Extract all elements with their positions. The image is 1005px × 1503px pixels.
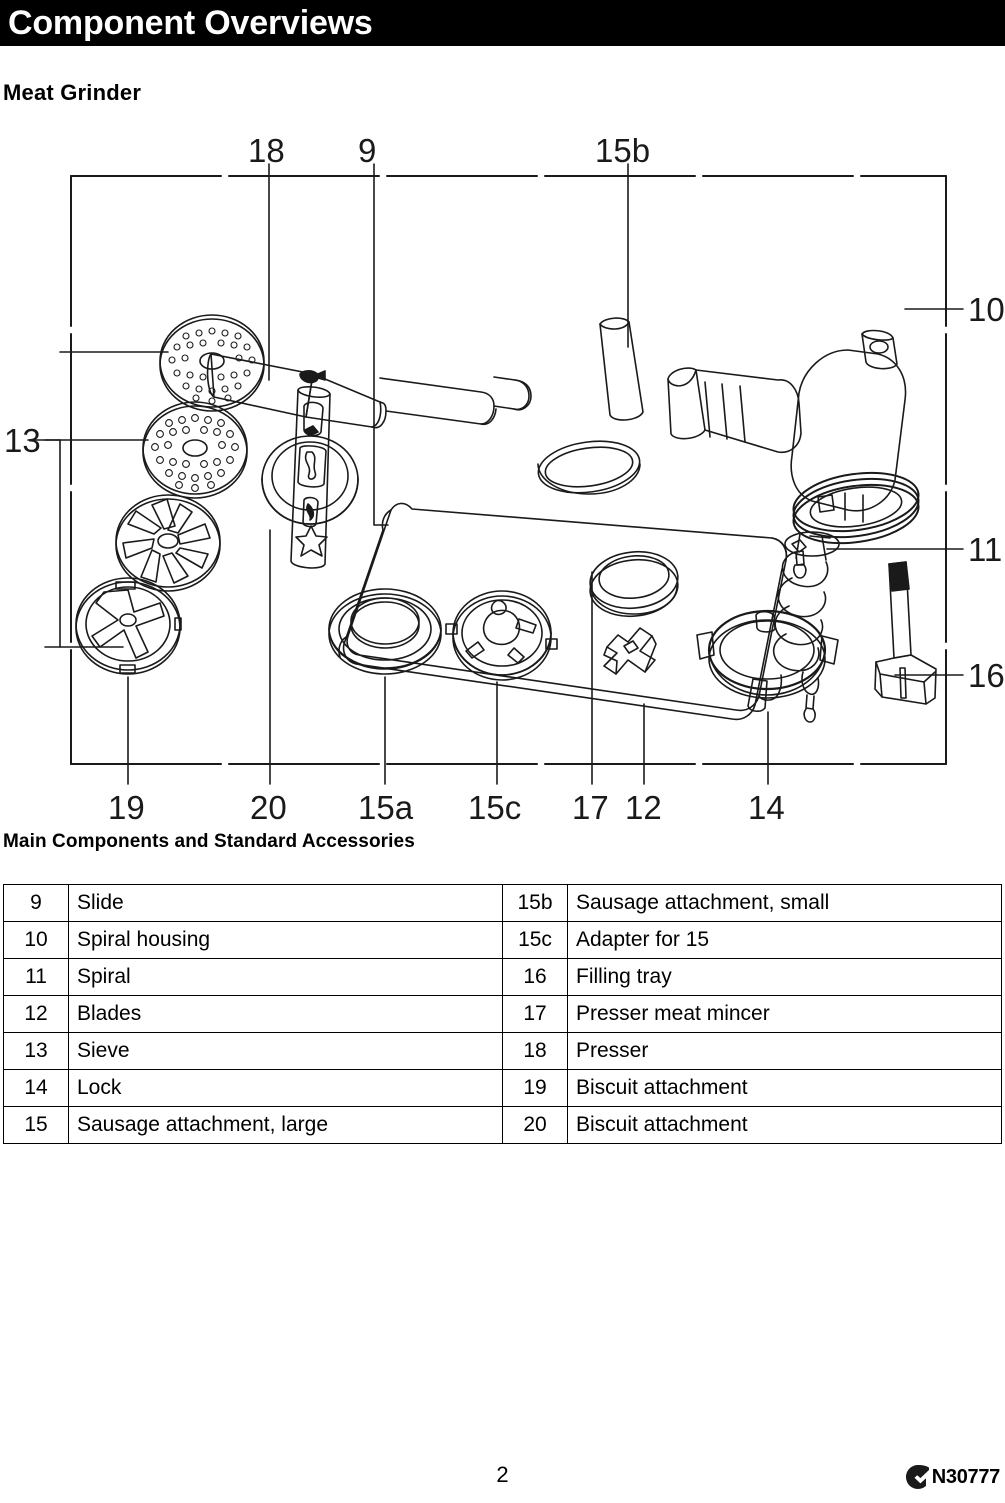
part-19-biscuit-attachment [75, 577, 182, 675]
part-11-spiral [772, 531, 840, 723]
page-header-bar: Component Overviews [0, 0, 1005, 46]
part-18-presser [206, 353, 532, 429]
callout-11: 11 [968, 531, 1002, 568]
part-9-slide-tube [667, 367, 802, 454]
table-row: 12 Blades 17 Presser meat mincer [3, 995, 1002, 1033]
table-row: 14 Lock 19 Biscuit attachment [3, 1069, 1002, 1107]
callout-12: 12 [625, 789, 662, 826]
callout-13: 13 [4, 422, 41, 459]
part-description: Presser [567, 1032, 1002, 1070]
part-number: 20 [502, 1106, 568, 1144]
part-number: 19 [502, 1069, 568, 1107]
callout-20: 20 [250, 789, 287, 826]
part-description: Filling tray [567, 958, 1002, 996]
callout-15c: 15c [468, 789, 521, 826]
table-row: 13 Sieve 18 Presser [3, 1032, 1002, 1070]
part-small-fitting [791, 539, 807, 579]
part-description: Sieve [68, 1032, 503, 1070]
part-number: 15c [502, 921, 568, 959]
part-number: 9 [3, 884, 69, 922]
part-description: Sausage attachment, small [567, 884, 1002, 922]
part-12-blades [603, 627, 657, 675]
part-13-sieve-discs [115, 314, 265, 592]
part-main-body-housing [338, 502, 788, 721]
section-heading: Meat Grinder [3, 80, 142, 105]
callout-10: 10 [968, 291, 1005, 328]
part-ring-behind-20 [261, 435, 359, 525]
table-row: 10 Spiral housing 15c Adapter for 15 [3, 921, 1002, 959]
part-description: Spiral housing [68, 921, 503, 959]
part-description: Slide [68, 884, 503, 922]
callout-16: 16 [968, 657, 1005, 694]
part-number: 15b [502, 884, 568, 922]
part-number: 18 [502, 1032, 568, 1070]
parts-table: 9 Slide 15b Sausage attachment, small 10… [3, 884, 1002, 1144]
part-10-spiral-housing [790, 329, 920, 545]
part-16-filling-tray [874, 561, 937, 705]
part-number: 12 [3, 995, 69, 1033]
callout-15a: 15a [358, 789, 414, 826]
compliance-mark: N30777 [905, 1464, 1000, 1490]
part-description: Blades [68, 995, 503, 1033]
parts-table-body: 9 Slide 15b Sausage attachment, small 10… [3, 884, 1002, 1144]
part-description: Spiral [68, 958, 503, 996]
part-description: Lock [68, 1069, 503, 1107]
part-description: Biscuit attachment [567, 1069, 1002, 1107]
part-description: Presser meat mincer [567, 995, 1002, 1033]
c-tick-icon [905, 1465, 929, 1489]
part-15b-sausage-small [599, 317, 644, 421]
part-number: 13 [3, 1032, 69, 1070]
part-number: 11 [3, 958, 69, 996]
callout-9: 9 [358, 132, 376, 169]
part-15a-sausage-ring [328, 588, 442, 675]
part-description: Adapter for 15 [567, 921, 1002, 959]
part-20-biscuit-attachment [290, 385, 331, 569]
page-title: Component Overviews [8, 4, 373, 42]
callout-17: 17 [572, 789, 609, 826]
part-number: 14 [3, 1069, 69, 1107]
part-number: 17 [502, 995, 568, 1033]
part-description: Biscuit attachment [567, 1106, 1002, 1144]
meat-grinder-exploded-diagram: 18 9 15b 10 11 16 13 19 20 15a 15c 17 12… [0, 112, 1005, 827]
part-description: Sausage attachment, large [68, 1106, 503, 1144]
callout-14: 14 [748, 789, 785, 826]
table-row: 9 Slide 15b Sausage attachment, small [3, 884, 1002, 922]
table-row: 11 Spiral 16 Filling tray [3, 958, 1002, 996]
part-ring-under-15b [537, 440, 641, 495]
table-row: 15 Sausage attachment, large 20 Biscuit … [3, 1106, 1002, 1144]
part-number: 10 [3, 921, 69, 959]
part-14-lock-ring [696, 609, 839, 712]
callout-19: 19 [108, 789, 145, 826]
part-15c-adapter [445, 590, 558, 681]
callout-18: 18 [248, 132, 285, 169]
part-number: 15 [3, 1106, 69, 1144]
compliance-code: N30777 [931, 1466, 1001, 1488]
part-number: 16 [502, 958, 568, 996]
callout-15b: 15b [595, 132, 650, 169]
diagram-caption: Main Components and Standard Accessories [3, 831, 415, 852]
page-number: 2 [496, 1462, 509, 1487]
